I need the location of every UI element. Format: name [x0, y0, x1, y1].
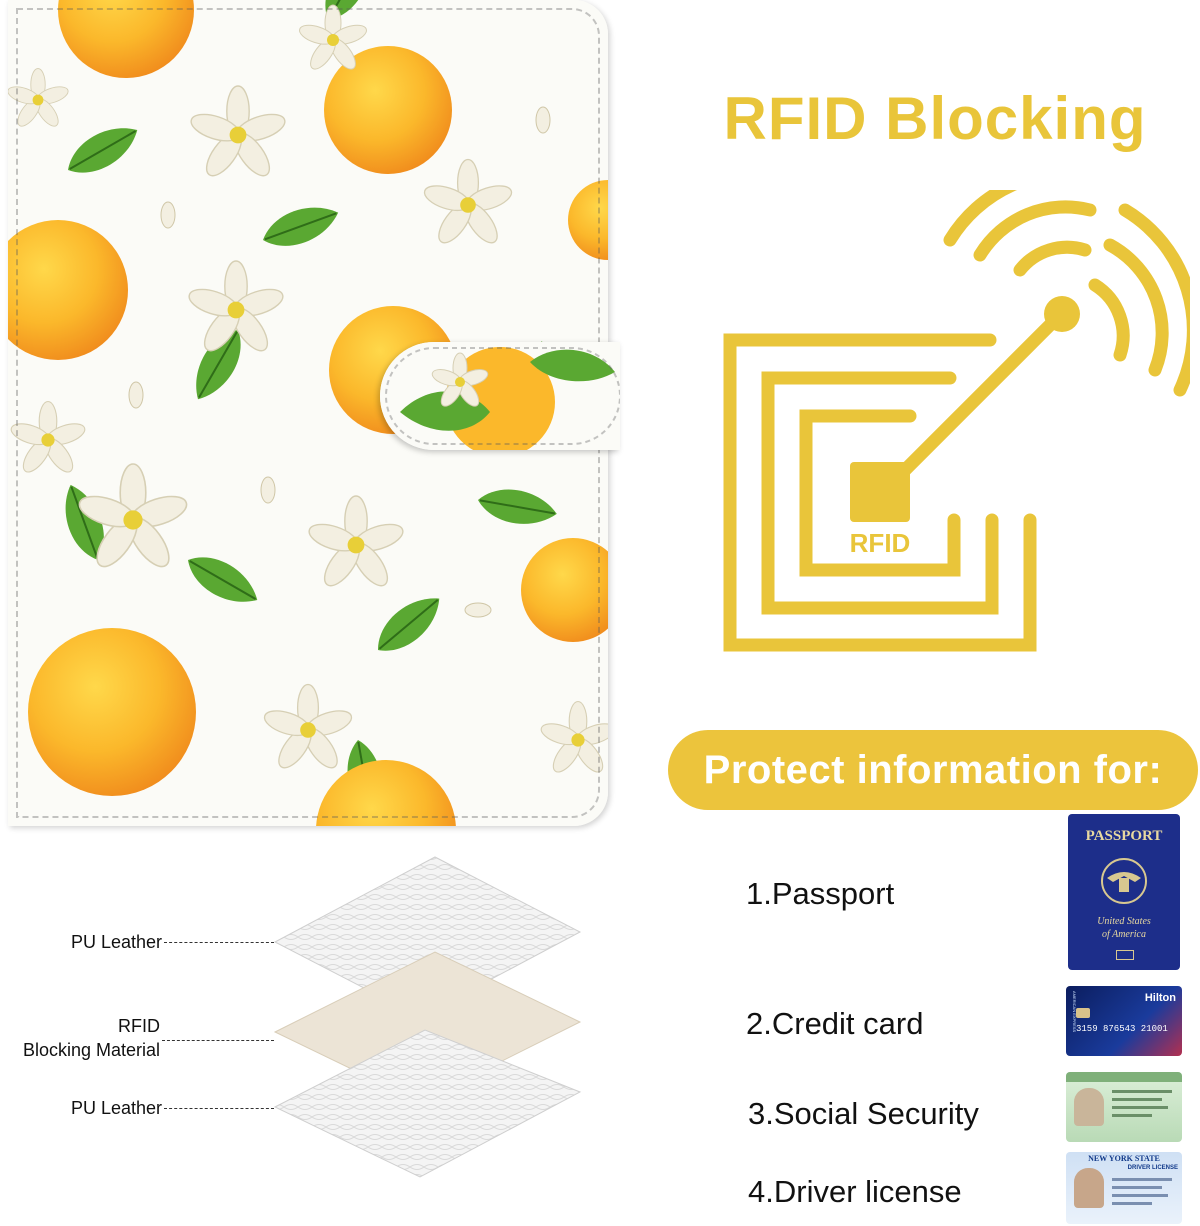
passport-title: PASSPORT — [1085, 828, 1163, 844]
layer-label-blocking-material: Blocking Material — [22, 1040, 160, 1060]
leader-line — [162, 1040, 274, 1041]
leader-line — [164, 1108, 274, 1109]
card-issuer: AMERICAN EXPRESS — [1072, 991, 1077, 1033]
layer-label-rfid: RFID — [118, 1016, 160, 1036]
license-type: DRIVER LICENSE — [1127, 1165, 1178, 1171]
pu-leather-bottom-layer — [273, 1029, 582, 1178]
list-item-credit-card: 2.Credit card — [746, 1006, 924, 1041]
rfid-blocking-title: RFID Blocking — [723, 85, 1147, 152]
protect-banner-text: Protect information for: — [703, 747, 1163, 792]
layer-label-pu-leather-bottom: PU Leather — [70, 1098, 162, 1118]
card-number: 3159 876543 21001 — [1076, 1024, 1168, 1034]
list-item-passport: 1.Passport — [746, 876, 895, 911]
protect-banner: Protect information for: — [668, 730, 1198, 810]
driver-license-image: NEW YORK STATE DRIVER LICENSE — [1066, 1152, 1182, 1224]
card-brand: Hilton — [1144, 992, 1176, 1004]
card-chip-icon — [1076, 1008, 1090, 1018]
rfid-signal-icon: RFID — [723, 190, 1190, 652]
passport-country-line2: of America — [1102, 929, 1146, 940]
leader-line — [164, 942, 274, 943]
license-state: NEW YORK STATE — [1088, 1154, 1160, 1163]
passport-country-line1: United States — [1097, 916, 1151, 927]
rfid-icon-label: RFID — [850, 528, 911, 558]
list-item-driver-license: 4.Driver license — [748, 1174, 962, 1209]
social-security-card-image — [1066, 1072, 1182, 1142]
material-layers-illustration — [273, 856, 582, 1178]
id-photo — [1074, 1088, 1104, 1126]
chip-icon — [1116, 950, 1134, 960]
eagle-seal-icon — [1101, 858, 1147, 904]
list-item-social-security: 3.Social Security — [748, 1096, 979, 1131]
credit-card-image: Hilton AMERICAN EXPRESS 3159 876543 2100… — [1066, 986, 1182, 1056]
snap-closure-strap[interactable] — [380, 342, 620, 450]
strap-pattern — [380, 342, 620, 450]
passport-image: PASSPORT United States of America — [1068, 814, 1180, 970]
license-photo — [1074, 1168, 1104, 1208]
layer-label-pu-leather-top: PU Leather — [70, 932, 162, 952]
